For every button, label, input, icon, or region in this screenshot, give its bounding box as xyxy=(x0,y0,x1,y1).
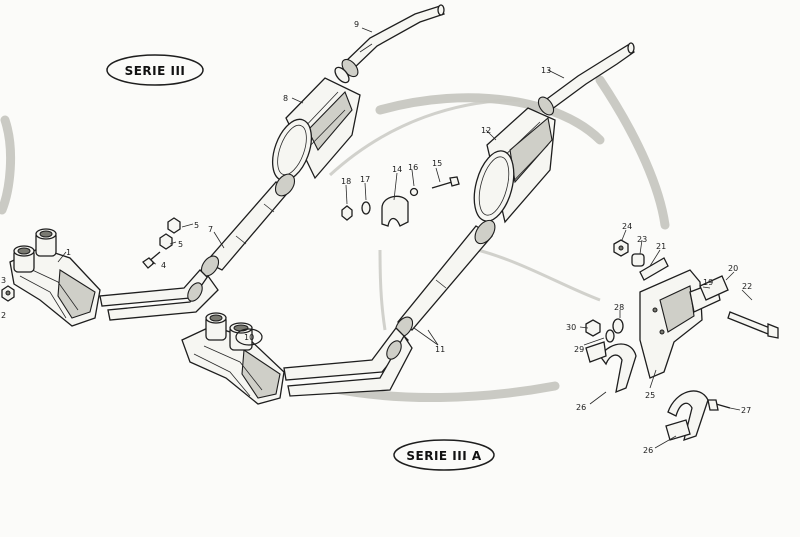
part-number-15: 15 xyxy=(432,159,442,168)
part-number-5a: 5 xyxy=(194,221,199,230)
bolt-22 xyxy=(727,311,779,339)
part-number-29: 29 xyxy=(574,345,584,354)
bolt-15 xyxy=(431,176,460,189)
part-number-4: 4 xyxy=(161,261,166,270)
part-number-26b: 26 xyxy=(643,446,653,455)
strap-26a xyxy=(585,341,637,394)
serie-iii-assembly xyxy=(1,4,445,327)
part-10-badge xyxy=(235,328,263,346)
serie-iiia-label: SERIE III A xyxy=(406,449,481,463)
part-number-20: 20 xyxy=(728,264,738,273)
part-number-3: 3 xyxy=(1,276,6,285)
bolt-4 xyxy=(142,251,161,269)
clamp-14 xyxy=(381,195,409,227)
serie-iiia-badge: SERIE III A xyxy=(393,439,495,471)
nut-3 xyxy=(1,285,15,302)
part-number-19: 19 xyxy=(703,278,713,287)
bracket-assembly xyxy=(585,239,779,441)
part-number-14: 14 xyxy=(392,165,402,174)
part-number-labels: 9 8 7 1 5 5 4 3 2 13 12 11 10 14 15 16 1… xyxy=(1,20,752,455)
clamp-upper xyxy=(334,58,359,84)
washer-28 xyxy=(612,318,624,334)
bracket-25 xyxy=(639,269,703,379)
leader-lines xyxy=(57,27,753,449)
silencer-8 xyxy=(271,77,361,182)
part-number-12: 12 xyxy=(481,126,491,135)
nut-18 xyxy=(341,205,353,221)
bolt-27 xyxy=(707,399,731,411)
washer-17 xyxy=(361,201,371,215)
part-number-21: 21 xyxy=(656,242,666,251)
silencer-12 xyxy=(473,107,556,224)
part-number-30: 30 xyxy=(566,323,576,332)
part-number-27: 27 xyxy=(741,406,751,415)
part-number-17: 17 xyxy=(360,175,370,184)
part-number-26a: 26 xyxy=(576,403,586,412)
strap-26b xyxy=(665,390,709,441)
part-number-25: 25 xyxy=(645,391,655,400)
y-section xyxy=(99,269,219,321)
part-number-18: 18 xyxy=(341,177,351,186)
part-number-22: 22 xyxy=(742,282,752,291)
nut-24 xyxy=(613,239,629,257)
manifold-10 xyxy=(181,312,285,405)
part-number-28: 28 xyxy=(614,303,624,312)
y-section-iiia xyxy=(283,327,413,397)
tail-pipe-13 xyxy=(537,42,635,116)
rubber-20 xyxy=(699,275,729,301)
manifold-1 xyxy=(9,228,101,327)
part-number-2: 2 xyxy=(1,311,6,320)
serie-iiia-assembly xyxy=(181,42,635,405)
part-number-5b: 5 xyxy=(178,240,183,249)
washer-29 xyxy=(605,329,615,343)
washer-16 xyxy=(409,187,419,197)
serie-iii-badge: SERIE III xyxy=(106,54,204,86)
spacer-23 xyxy=(631,253,645,267)
plate-21 xyxy=(639,257,669,281)
part-number-9: 9 xyxy=(354,20,359,29)
part-number-11: 11 xyxy=(435,345,445,354)
part-number-1: 1 xyxy=(66,248,71,257)
part-number-8: 8 xyxy=(283,94,288,103)
pipe-11 xyxy=(394,219,496,338)
part-number-7: 7 xyxy=(208,225,213,234)
part-number-23: 23 xyxy=(637,235,647,244)
part-number-13: 13 xyxy=(541,66,551,75)
part-number-24: 24 xyxy=(622,222,632,231)
tail-pipe-9 xyxy=(343,4,445,71)
part-number-16: 16 xyxy=(408,163,418,172)
part-number-10: 10 xyxy=(244,333,254,342)
serie-iii-label: SERIE III xyxy=(125,64,186,78)
nut-5 xyxy=(159,217,181,250)
nut-30 xyxy=(585,319,601,337)
